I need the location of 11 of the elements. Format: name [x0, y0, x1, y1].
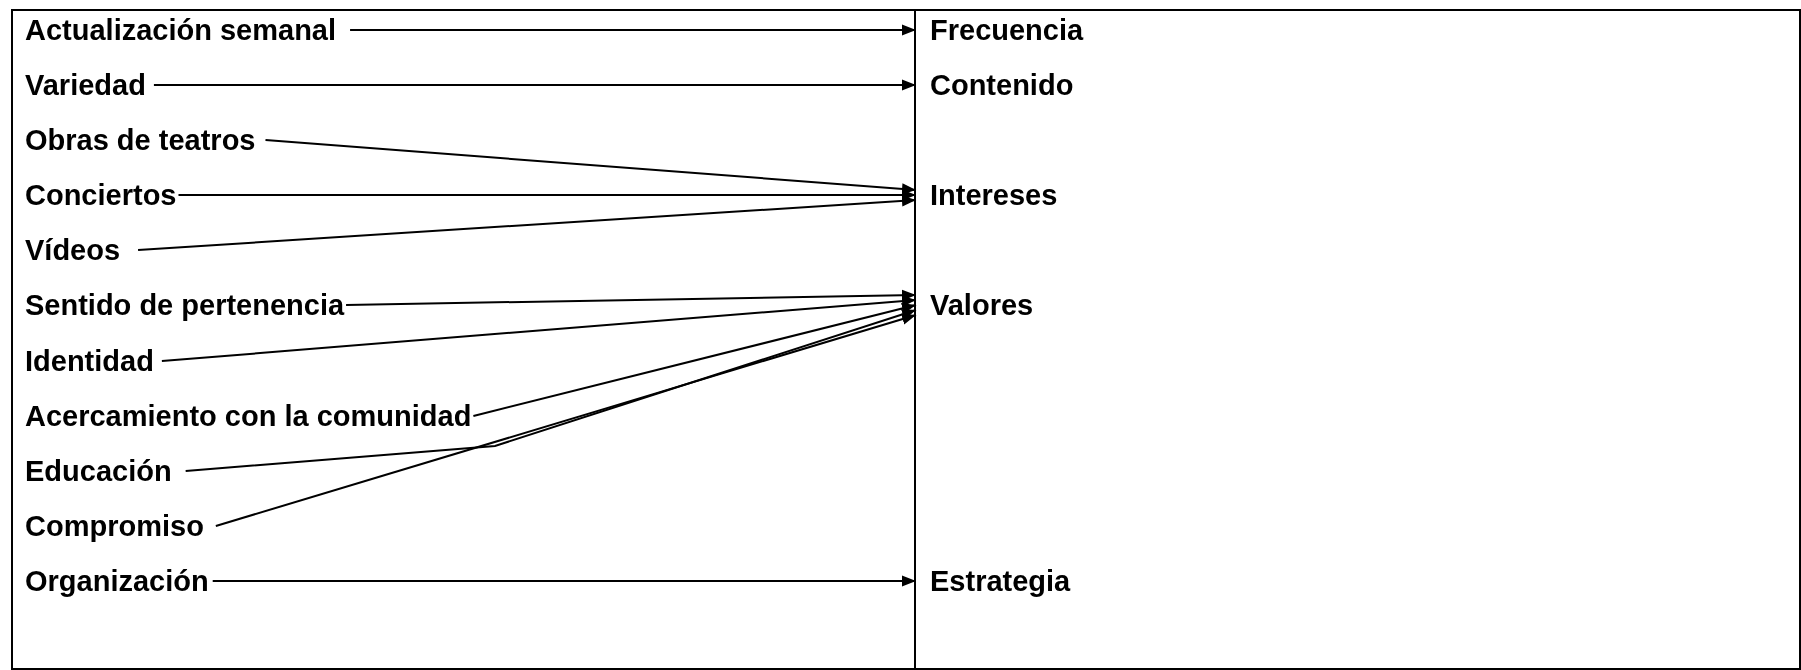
- arrow: [152, 79, 917, 91]
- arrow: [177, 189, 917, 201]
- arrow: [264, 139, 917, 195]
- arrow: [160, 295, 917, 362]
- arrow: [345, 289, 917, 306]
- arrow: [137, 195, 917, 251]
- arrow: [472, 302, 917, 417]
- arrow: [349, 24, 917, 36]
- arrow: [211, 575, 917, 587]
- arrow: [214, 313, 917, 527]
- arrow: [184, 308, 917, 472]
